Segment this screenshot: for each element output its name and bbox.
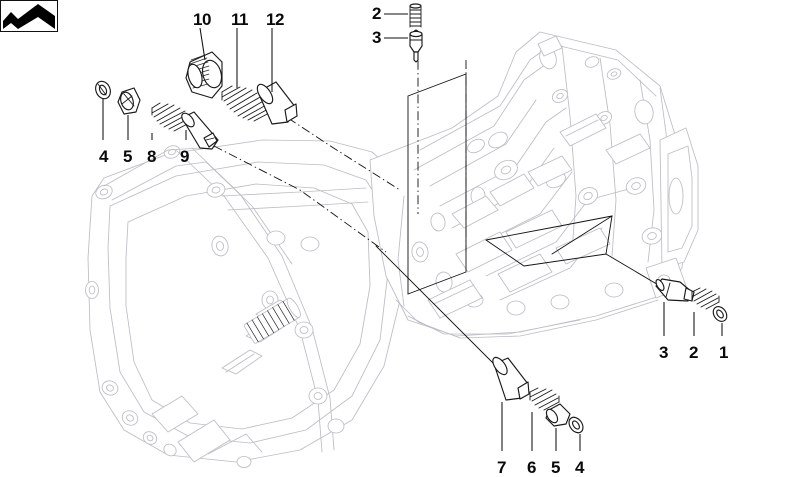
part-6-coil-spring-bottom — [529, 387, 560, 411]
callout-label-2-top: 2 — [372, 4, 382, 23]
callout-label-3-right: 3 — [659, 343, 669, 362]
part-4-seal-ring-bottom — [568, 416, 584, 434]
callout-label-3-top: 3 — [372, 28, 382, 47]
leader-lines — [213, 44, 661, 371]
zigzag-mark-logo — [0, 0, 58, 32]
part-1-seal-ring-right — [712, 306, 728, 322]
part-5-guide-bush — [117, 87, 141, 115]
callout-label-10: 10 — [193, 10, 211, 29]
callout-label-4-bottom: 4 — [575, 458, 585, 477]
callout-label-2-right: 2 — [689, 343, 699, 362]
part-2-coil-spring-right — [691, 287, 720, 310]
part-2-coil-spring-top — [409, 3, 422, 28]
callout-label-8-left: 8 — [147, 147, 157, 166]
part-3-detent-plunger-right — [655, 278, 695, 302]
callout-label-6-bottom: 6 — [527, 458, 537, 477]
part-4-seal-ring — [95, 80, 111, 100]
callout-label-9-left: 9 — [180, 147, 190, 166]
callout-label-5-left: 5 — [123, 147, 133, 166]
callout-label-4-left: 4 — [99, 147, 109, 166]
part-9-detent-pin — [181, 111, 219, 150]
part-12-detent-sleeve — [256, 81, 298, 125]
part-7-detent-sleeve-bottom — [492, 356, 530, 401]
callout-label-5-bottom: 5 — [551, 458, 561, 477]
part-3-detent-plunger-top — [409, 29, 423, 63]
transmission-housing — [85, 31, 699, 468]
callout-label-12: 12 — [266, 10, 284, 29]
callout-ticks — [102, 13, 723, 451]
part-10-threaded-plug — [185, 51, 223, 99]
callout-label-1-right: 1 — [719, 343, 729, 362]
part-5-guide-bush-bottom — [545, 403, 571, 427]
callout-label-11: 11 — [231, 10, 248, 29]
callout-label-7-bottom: 7 — [497, 458, 507, 477]
